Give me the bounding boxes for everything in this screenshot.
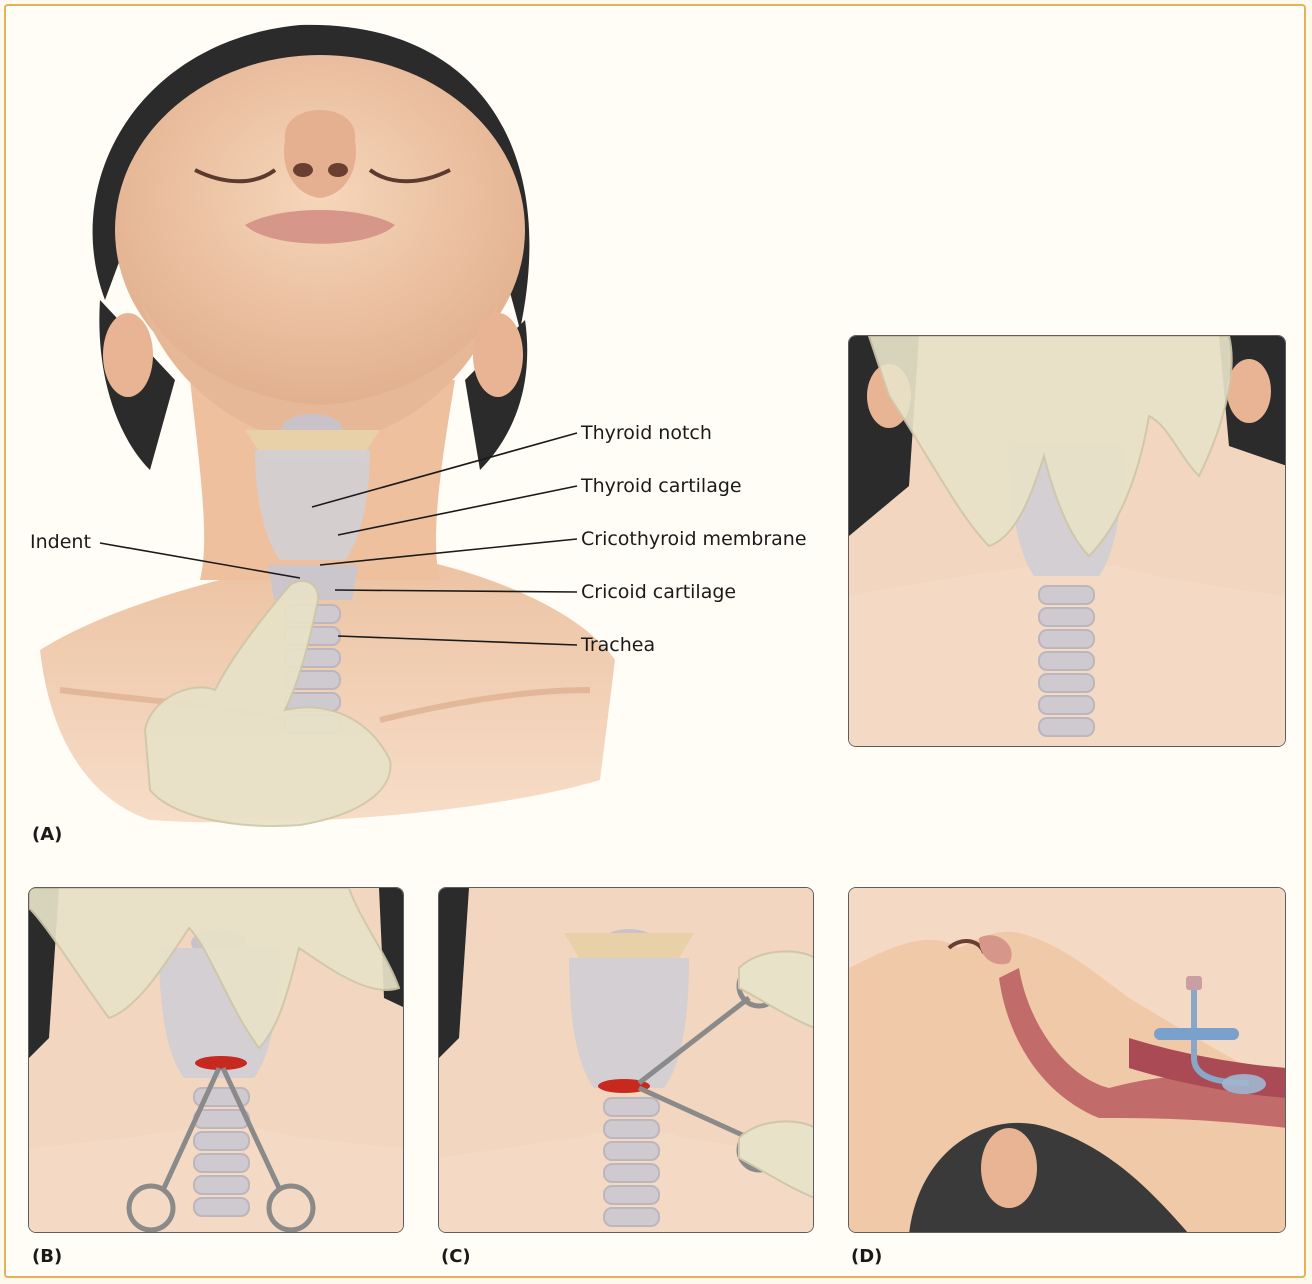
callout-cricothyroid-membrane: Cricothyroid membrane [581,528,807,550]
panel-c-label: (C) [441,1246,471,1267]
callout-thyroid-cartilage: Thyroid cartilage [581,475,742,497]
nostril-left [293,163,313,177]
tube-cuff [1222,1074,1266,1094]
thyroid-top [564,933,694,958]
callout-cricoid-cartilage: Cricoid cartilage [581,581,736,603]
callout-thyroid-notch: Thyroid notch [581,422,712,444]
panel-b-illustration [29,888,404,1233]
ear-right [1227,359,1271,423]
ear [981,1128,1037,1208]
thyroid-cartilage-shape [569,958,689,1088]
panel-a-label: (A) [32,824,62,845]
trachea-rings [1039,586,1094,736]
panel-c-illustration [439,888,814,1233]
tube-flange [1154,1028,1239,1040]
panel-c [438,887,814,1233]
panel-b [28,887,404,1233]
ear-right [473,313,523,397]
panel-b-label: (B) [32,1246,62,1267]
panel-d [848,887,1286,1233]
panel-stabilize [848,335,1286,747]
ear-left [103,313,153,397]
panel-d-label: (D) [851,1246,882,1267]
thyroid-cartilage-shape [255,450,370,560]
panel-stabilize-illustration [849,336,1286,747]
callout-trachea: Trachea [581,634,655,656]
callout-indent: Indent [30,531,91,553]
tube-connector [1186,976,1202,990]
nostril-right [328,163,348,177]
panel-d-illustration [849,888,1286,1233]
incision [195,1056,247,1070]
